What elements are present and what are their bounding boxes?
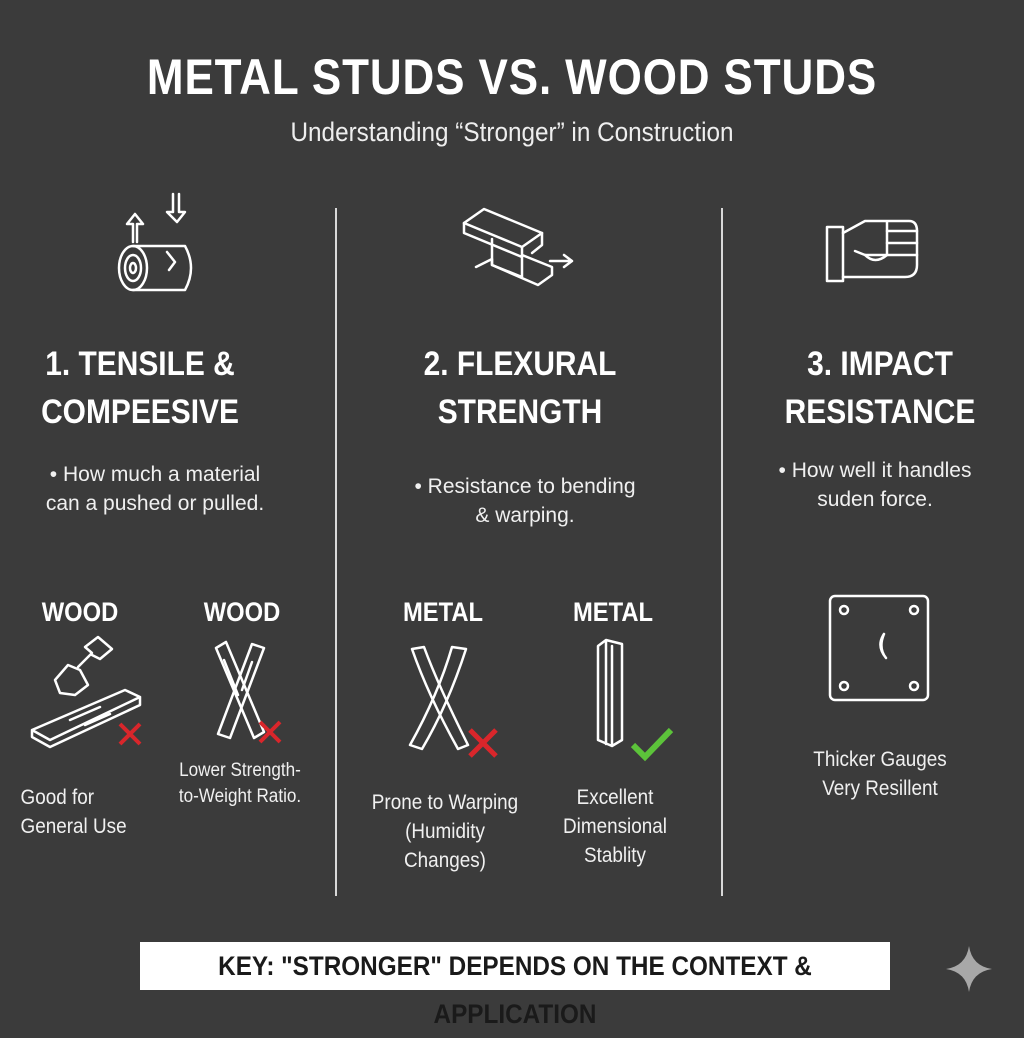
hammer-board-icon — [30, 635, 142, 749]
heading-line: 3. IMPACT — [807, 345, 953, 383]
cross-mark-icon — [118, 722, 142, 746]
i-beam-icon — [462, 207, 574, 287]
note-line: Lower Strength- — [179, 760, 301, 781]
item-label-wood: WOOD — [203, 597, 281, 627]
page-subtitle: Understanding “Stronger” in Construction — [290, 117, 734, 147]
item-label-metal: METAL — [572, 597, 654, 627]
metal-stud-icon — [596, 638, 624, 748]
column-3-description: • How well it handles suden force. — [740, 456, 1010, 514]
note-line: to-Weight Ratio. — [178, 786, 302, 807]
column-divider — [335, 208, 337, 896]
note-line: Changes) — [404, 849, 486, 872]
item-label-wood: WOOD — [41, 597, 119, 627]
steel-plate-icon — [828, 594, 930, 702]
heading-line: STRENGTH — [437, 393, 603, 431]
note-line: Prone to Warping — [371, 791, 519, 814]
cross-mark-icon — [468, 728, 498, 758]
log-arrows-icon — [117, 192, 193, 292]
crossed-wood-icon — [214, 640, 266, 740]
note-line: Thicker Gauges — [813, 748, 947, 771]
column-1-description: • How much a material can a pushed or pu… — [20, 460, 290, 518]
column-1-heading: 1. TENSILE & COMPEESIVE — [26, 340, 255, 436]
heading-line: COMPEESIVE — [41, 393, 239, 431]
description-line: • How well it handles — [778, 459, 972, 482]
heading-line: RESISTANCE — [784, 393, 976, 431]
column-3-heading: 3. IMPACT RESISTANCE — [766, 340, 995, 436]
description-line: can a pushed or pulled. — [45, 492, 265, 515]
warped-metal-icon — [408, 645, 470, 751]
note-line: (Humidity — [405, 820, 485, 843]
heading-line: 2. FLEXURAL — [423, 345, 617, 383]
item-label-metal: METAL — [402, 597, 484, 627]
item-note: Prone to Warping (Humidity Changes) — [369, 788, 522, 875]
item-note: Lower Strength- to-Weight Ratio. — [168, 758, 312, 810]
note-line: Very Resillent — [822, 777, 938, 800]
description-line: & warping. — [475, 504, 575, 527]
note-line: Excellent — [576, 786, 654, 809]
fist-icon — [825, 219, 919, 283]
description-line: suden force. — [817, 488, 933, 511]
note-line: Dimensional — [562, 815, 668, 838]
description-line: • How much a material — [49, 463, 261, 486]
sparkle-icon — [946, 946, 992, 992]
note-line: General Use — [20, 815, 127, 838]
cross-mark-icon — [258, 720, 282, 744]
note-line: Good for — [20, 786, 95, 809]
description-line: • Resistance to bending — [414, 475, 636, 498]
check-mark-icon — [630, 727, 674, 762]
note-line: Stablity — [584, 844, 646, 867]
impact-note: Thicker Gauges Very Resillent — [799, 745, 961, 803]
heading-line: 1. TENSILE & — [45, 345, 235, 383]
item-note: Good for General Use — [21, 783, 138, 841]
column-divider — [721, 208, 723, 896]
item-note: Excellent Dimensional Stablity — [552, 783, 678, 870]
column-2-description: • Resistance to bending & warping. — [390, 472, 660, 530]
key-banner: KEY: "STRONGER" DEPENDS ON THE CONTEXT &… — [140, 942, 890, 1029]
column-2-heading: 2. FLEXURAL STRENGTH — [406, 340, 635, 436]
page-title: METAL STUDS VS. WOOD STUDS — [146, 49, 878, 105]
